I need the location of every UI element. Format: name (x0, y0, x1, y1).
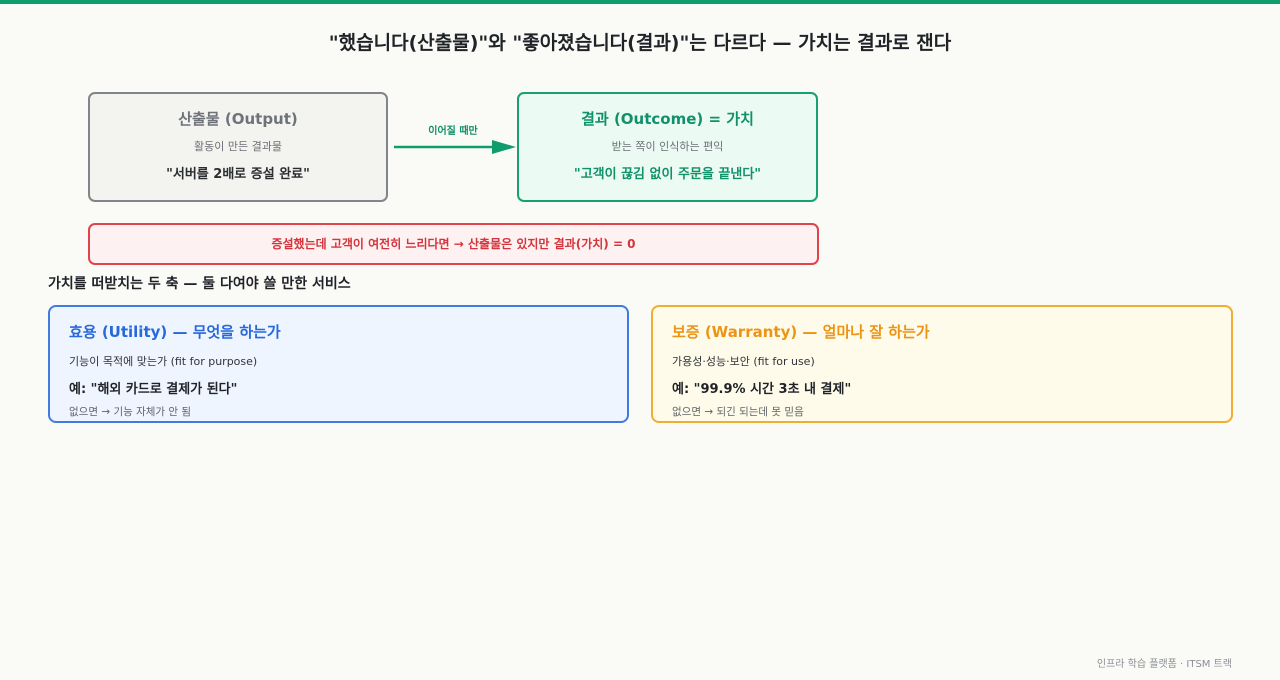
warranty-description: 가용성·성능·보안 (fit for use) (672, 355, 815, 368)
utility-card: 효용 (Utility) — 무엇을 하는가 기능이 목적에 맞는가 (fit … (48, 305, 629, 423)
outcome-heading: 결과 (Outcome) = 가치 (581, 110, 754, 128)
section-heading: 가치를 떠받치는 두 축 — 둘 다여야 쓸 만한 서비스 (48, 276, 351, 292)
warranty-card: 보증 (Warranty) — 얼마나 잘 하는가 가용성·성능·보안 (fit… (651, 305, 1233, 423)
utility-example: 예: "해외 카드로 결제가 된다" (69, 382, 238, 397)
output-example: "서버를 2배로 증설 완료" (166, 167, 310, 182)
top-accent-bar (0, 0, 1280, 4)
footer-credit: 인프라 학습 플랫폼 · ITSM 트랙 (1096, 659, 1232, 670)
outcome-subtitle: 받는 쪽이 인식하는 편익 (611, 140, 724, 153)
output-box: 산출물 (Output) 활동이 만든 결과물 "서버를 2배로 증설 완료" (88, 92, 388, 202)
warranty-heading: 보증 (Warranty) — 얼마나 잘 하는가 (672, 323, 930, 341)
outcome-box: 결과 (Outcome) = 가치 받는 쪽이 인식하는 편익 "고객이 끊김 … (517, 92, 818, 202)
utility-description: 기능이 목적에 맞는가 (fit for purpose) (69, 355, 258, 368)
utility-note: 없으면 → 기능 자체가 안 됨 (69, 406, 192, 418)
outcome-example: "고객이 끊김 없이 주문을 끝낸다" (573, 167, 762, 182)
warranty-example: 예: "99.9% 시간 3초 내 결제" (672, 382, 852, 397)
output-subtitle: 활동이 만든 결과물 (194, 140, 282, 153)
output-heading: 산출물 (Output) (178, 110, 298, 128)
connector-arrow-icon (394, 140, 516, 154)
utility-heading: 효용 (Utility) — 무엇을 하는가 (69, 323, 281, 341)
page-title: "했습니다(산출물)"와 "좋아졌습니다(결과)"는 다르다 — 가치는 결과로… (328, 32, 952, 54)
connector-label: 이어질 때만 (428, 126, 478, 137)
warranty-note: 없으면 → 되긴 되는데 못 믿음 (672, 406, 804, 418)
warning-banner: 증설했는데 고객이 여전히 느리다면 → 산출물은 있지만 결과(가치) = 0 (88, 223, 819, 265)
